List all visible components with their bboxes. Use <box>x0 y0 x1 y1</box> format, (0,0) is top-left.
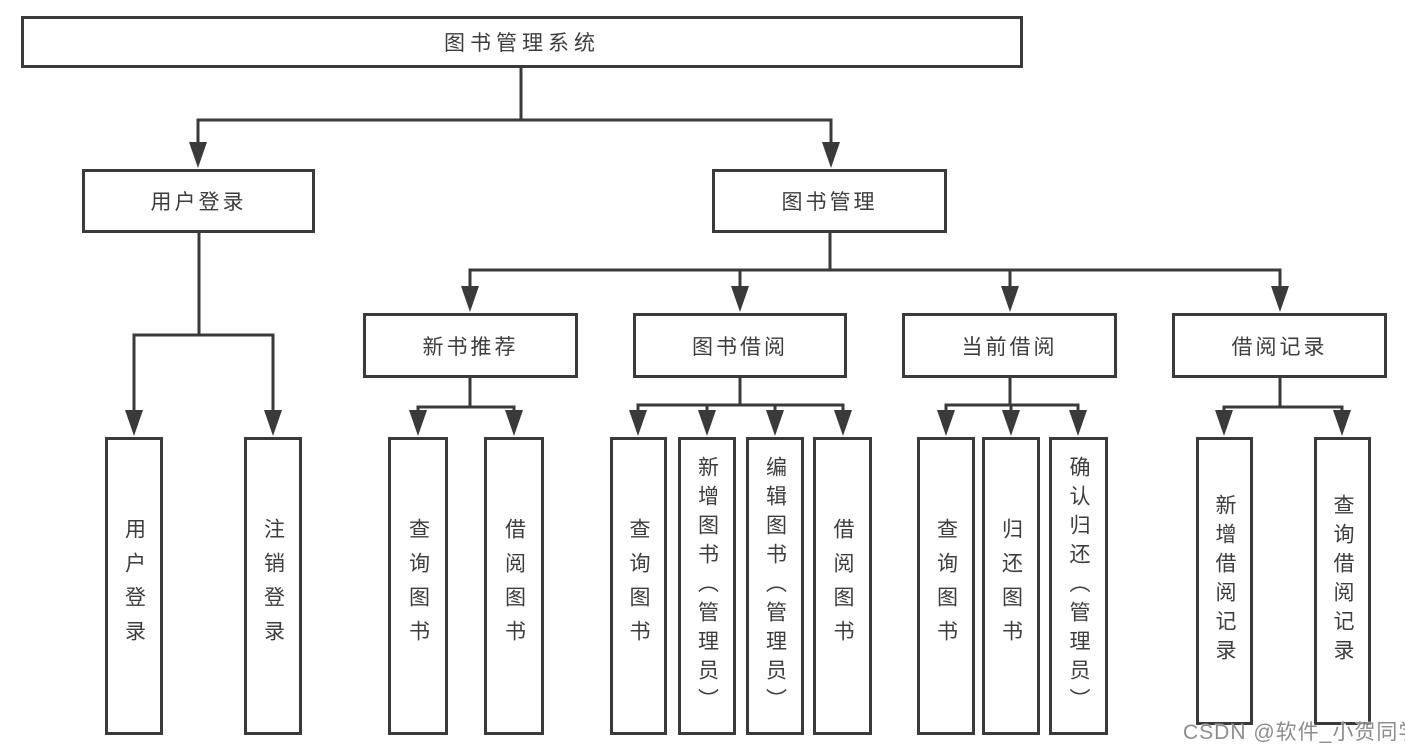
node-book-borrowing: 图书借阅 <box>633 313 847 378</box>
leaf-label: 注销登录 <box>261 518 285 654</box>
leaf-label: 用户登录 <box>122 518 146 654</box>
arrowhead <box>1002 410 1020 436</box>
leaf-label: 查询借阅记录 <box>1331 494 1354 668</box>
arrowhead <box>125 410 143 436</box>
arrowhead <box>1271 286 1289 312</box>
arrowhead <box>822 142 840 168</box>
leaf-label: 查询图书 <box>934 518 958 654</box>
node-leaf-edit-books-admin: 编辑图书（管理员） <box>746 437 804 735</box>
arrowhead <box>834 410 852 436</box>
node-leaf-add-borrow-record: 新增借阅记录 <box>1196 437 1253 725</box>
node-leaf-query-books-recommend: 查询图书 <box>388 437 448 735</box>
node-user-login: 用户登录 <box>82 169 315 233</box>
arrowhead <box>937 410 955 436</box>
leaf-label: 编辑图书（管理员） <box>763 455 787 717</box>
node-root-library-system: 图书管理系统 <box>21 16 1023 68</box>
node-leaf-query-borrow-record: 查询借阅记录 <box>1314 437 1371 725</box>
arrowhead <box>189 142 207 168</box>
arrowhead <box>1215 410 1233 436</box>
node-leaf-user-login: 用户登录 <box>105 437 163 735</box>
arrowheads <box>125 142 1351 436</box>
node-borrowing-records: 借阅记录 <box>1172 313 1387 378</box>
arrowhead <box>629 410 647 436</box>
node-leaf-logout: 注销登录 <box>244 437 302 735</box>
arrowhead <box>409 410 427 436</box>
node-leaf-query-books-borrowing: 查询图书 <box>610 437 667 735</box>
arrowhead <box>731 286 749 312</box>
leaf-label: 借阅图书 <box>502 518 526 654</box>
leaf-label: 新增图书（管理员） <box>695 455 719 717</box>
arrowhead <box>1333 410 1351 436</box>
arrowhead <box>698 410 716 436</box>
node-leaf-add-books-admin: 新增图书（管理员） <box>678 437 736 735</box>
leaf-label: 查询图书 <box>406 518 430 654</box>
arrowhead <box>461 286 479 312</box>
node-leaf-borrow-books: 借阅图书 <box>813 437 872 735</box>
leaf-label: 新增借阅记录 <box>1213 494 1236 668</box>
arrowhead <box>766 410 784 436</box>
node-new-book-recommend: 新书推荐 <box>363 313 578 378</box>
leaf-label: 查询图书 <box>627 518 650 654</box>
leaf-label: 确认归还（管理员） <box>1067 455 1090 717</box>
node-current-borrowing: 当前借阅 <box>902 313 1117 378</box>
node-leaf-query-books-current: 查询图书 <box>917 437 975 735</box>
leaf-label: 借阅图书 <box>831 518 854 654</box>
arrowhead <box>264 410 282 436</box>
csdn-watermark: CSDN @软件_小贺同学 <box>1183 721 1405 744</box>
node-leaf-return-books: 归还图书 <box>982 437 1040 735</box>
arrowhead <box>1001 286 1019 312</box>
node-book-management: 图书管理 <box>712 169 947 233</box>
node-leaf-confirm-return-admin: 确认归还（管理员） <box>1049 437 1108 735</box>
arrowhead <box>1069 410 1087 436</box>
arrowhead <box>505 410 523 436</box>
node-leaf-borrow-books-recommend: 借阅图书 <box>484 437 544 735</box>
leaf-label: 归还图书 <box>999 518 1023 654</box>
